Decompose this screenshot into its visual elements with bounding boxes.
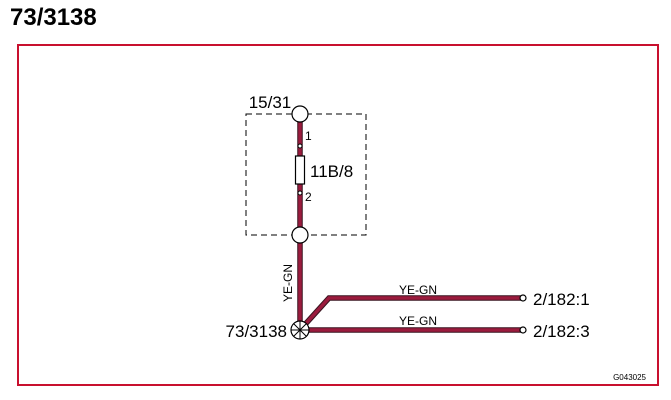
wire-upper-color-label: YE-GN bbox=[399, 283, 437, 297]
terminal-upper-dot bbox=[519, 294, 527, 302]
wire-lower-color-label: YE-GN bbox=[399, 314, 437, 328]
wire-harness bbox=[297, 114, 521, 333]
resistor-symbol bbox=[294, 155, 306, 185]
lower-connector-circle bbox=[291, 226, 309, 244]
splice-label: 73/3138 bbox=[226, 322, 287, 341]
pin-1-label: 1 bbox=[305, 129, 312, 143]
diagram-frame bbox=[17, 44, 659, 386]
component-label: 11B/8 bbox=[310, 162, 353, 181]
pin-2-dot bbox=[297, 190, 303, 196]
top-connector-label: 15/31 bbox=[249, 93, 292, 112]
top-connector-circle bbox=[291, 105, 309, 123]
page-title: 73/3138 bbox=[10, 4, 97, 31]
splice-symbol bbox=[290, 320, 310, 340]
figure-code: G043025 bbox=[613, 373, 646, 382]
vertical-wire-color-label: YE-GN bbox=[281, 264, 295, 302]
terminal-lower-dot bbox=[519, 326, 527, 334]
pin-2-label: 2 bbox=[305, 190, 312, 204]
terminal-lower-label: 2/182:3 bbox=[533, 322, 590, 341]
terminal-upper-label: 2/182:1 bbox=[533, 290, 590, 309]
pin-1-dot bbox=[297, 143, 303, 149]
